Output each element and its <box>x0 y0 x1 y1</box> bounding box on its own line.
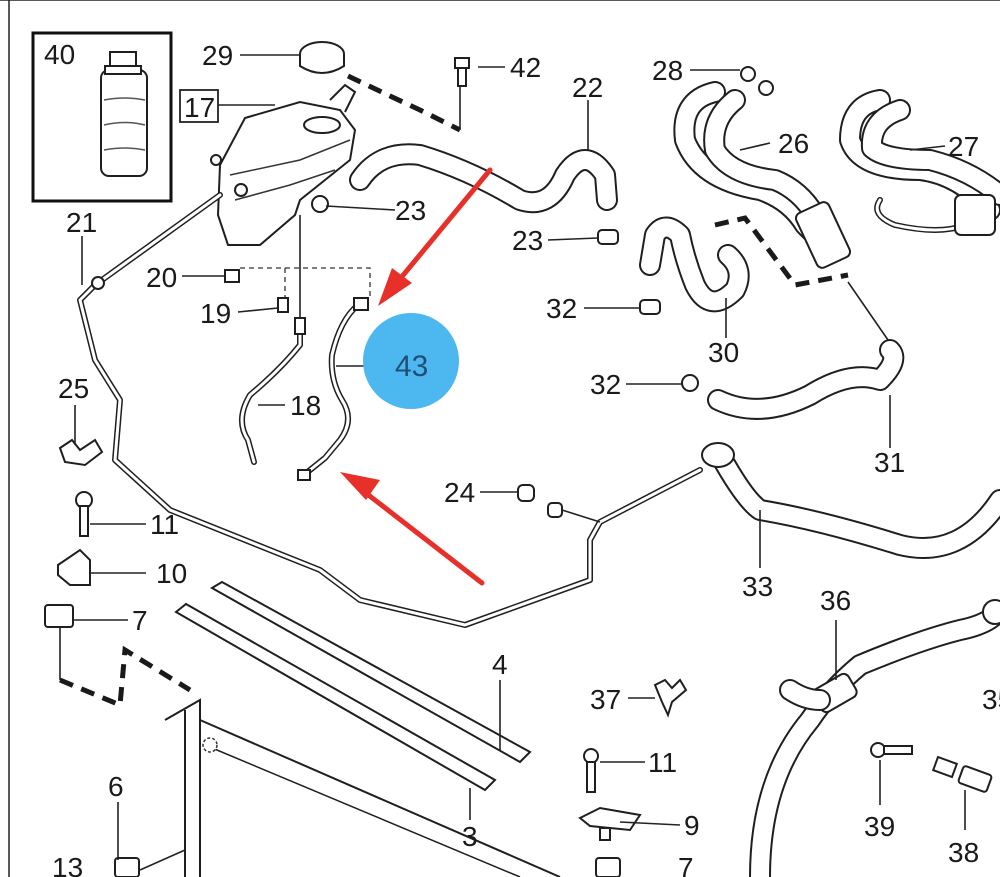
callout-25: 25 <box>58 373 89 404</box>
callout-17-box: 17 <box>179 89 219 123</box>
part-17-expansion-tank <box>210 83 357 246</box>
callout-7-right: 7 <box>678 852 694 877</box>
callout-17: 17 <box>184 92 215 123</box>
callout-33: 33 <box>742 571 773 602</box>
callout-18: 18 <box>290 390 321 421</box>
callout-20: 20 <box>146 262 177 293</box>
callout-38: 38 <box>948 837 979 868</box>
callout-7-left: 7 <box>132 605 148 636</box>
callout-43: 43 <box>395 350 428 383</box>
callout-31: 31 <box>874 447 905 478</box>
part-11-bolt-right <box>583 748 599 793</box>
callout-29: 29 <box>202 40 233 71</box>
callout-32-lower: 32 <box>590 369 621 400</box>
callout-32-upper: 32 <box>546 293 577 324</box>
callout-30: 30 <box>708 337 739 368</box>
callout-28: 28 <box>652 55 683 86</box>
callout-42: 42 <box>510 52 541 83</box>
callout-23-upper: 23 <box>395 195 426 226</box>
callout-40: 40 <box>44 39 75 70</box>
callout-23-lower: 23 <box>512 225 543 256</box>
callout-4: 4 <box>492 649 508 680</box>
callout-39: 39 <box>864 811 895 842</box>
red-arrow-upper <box>378 167 493 306</box>
callout-11-right: 11 <box>648 747 677 778</box>
callout-3: 3 <box>462 821 478 852</box>
callout-37: 37 <box>590 684 621 715</box>
callout-11-left: 11 <box>150 509 179 540</box>
part-42-bolt <box>454 57 470 87</box>
callout-35: 35 <box>982 684 1000 715</box>
callout-13: 13 <box>52 852 83 877</box>
red-arrow-lower <box>340 472 485 586</box>
callout-27: 27 <box>948 131 979 162</box>
callout-9: 9 <box>684 810 700 841</box>
callout-21: 21 <box>66 207 97 238</box>
callout-19: 19 <box>200 298 231 329</box>
part-40-coolant-bottle <box>31 31 173 203</box>
callout-6: 6 <box>108 771 124 802</box>
callout-24: 24 <box>444 477 475 508</box>
callout-43-highlight <box>363 313 459 409</box>
callout-10: 10 <box>156 558 187 589</box>
callout-26: 26 <box>778 128 809 159</box>
part-11-bolt-left <box>75 491 93 537</box>
callout-36: 36 <box>820 585 851 616</box>
callout-22: 22 <box>572 72 603 103</box>
part-29-cap <box>299 41 345 74</box>
